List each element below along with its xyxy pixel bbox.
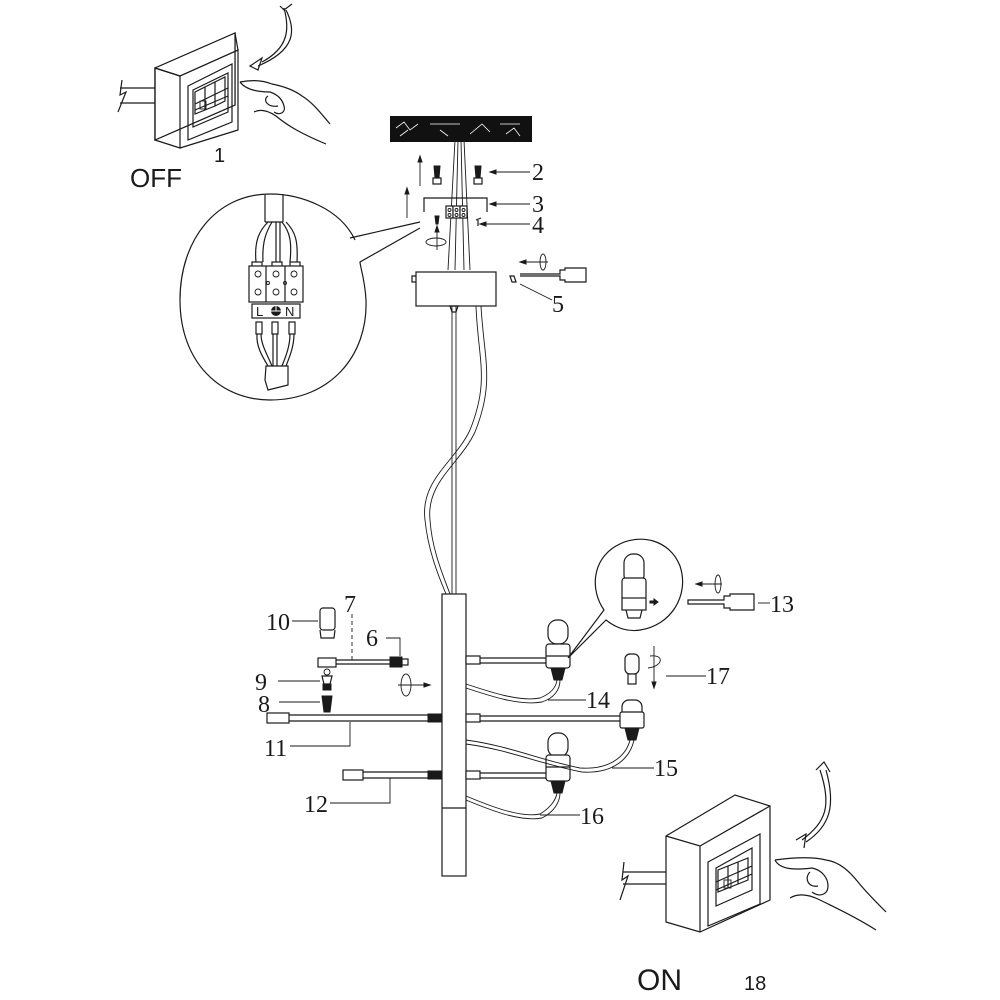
- short-arm: [342, 769, 428, 781]
- callouts: 2 3 4 5 6 7 8 9 10 11 12 13 14: [255, 160, 794, 830]
- wall-anchor-icon: [432, 165, 442, 185]
- ceiling-block: [390, 116, 532, 142]
- callout-3: 3: [532, 192, 544, 218]
- wire-14: [465, 679, 561, 704]
- curved-arrow-up-on: [795, 761, 832, 849]
- callout-11: 11: [264, 736, 287, 762]
- wall-switch-on: [619, 794, 771, 933]
- wall-anchor-icon: [473, 165, 483, 185]
- long-arm: [266, 712, 428, 724]
- screwdriver-13: [687, 574, 755, 611]
- wire-16: [465, 792, 561, 820]
- supply-wires: [447, 139, 471, 271]
- rotate-arrow-icon: [398, 673, 432, 697]
- wall-switch-off: [117, 32, 239, 149]
- hand-pointing-on: [774, 857, 887, 931]
- arm-middle-right: [465, 713, 622, 723]
- wiring-detail-magnifier: L N: [179, 193, 421, 401]
- curved-arrow-down-off: [248, 3, 293, 71]
- earth-symbol-icon: [271, 306, 281, 316]
- arm-top-right: [465, 655, 548, 665]
- neutral-terminal-label: N: [285, 304, 294, 319]
- live-terminal-label: L: [256, 304, 263, 319]
- bulb-middle: [619, 699, 645, 741]
- callout-5: 5: [552, 292, 564, 318]
- lamp-holder-icon: [321, 695, 333, 713]
- callout-12: 12: [304, 792, 328, 818]
- callout-2: 2: [532, 160, 544, 186]
- callout-15: 15: [654, 756, 678, 782]
- callout-4: 4: [532, 213, 544, 239]
- central-column: [441, 593, 467, 877]
- switch-on-label: ON: [637, 964, 682, 997]
- canopy: [415, 271, 497, 307]
- callout-8: 8: [258, 692, 270, 718]
- callout-7: 7: [344, 592, 356, 618]
- end-cap-icon: [319, 607, 336, 639]
- ceiling: [390, 116, 532, 142]
- arm-bottom-right: [465, 770, 548, 780]
- power-cable: [424, 305, 482, 595]
- step-1-label: 1: [214, 145, 225, 167]
- bulb-detail-magnifier: [567, 538, 684, 659]
- callout-6: 6: [366, 626, 378, 652]
- bulb-icon: [624, 653, 640, 675]
- screwdriver-icon: [520, 267, 587, 283]
- callout-14: 14: [586, 688, 610, 714]
- suspension-rod: [424, 305, 488, 595]
- callout-16: 16: [580, 804, 604, 830]
- replacement-bulb: [624, 646, 661, 690]
- mounting-hardware: [404, 139, 587, 307]
- switch-off-illustration: OFF 1: [117, 3, 331, 193]
- terminal-block-icon: [445, 205, 468, 219]
- canopy-screw-icon: [509, 275, 517, 283]
- bulb-top: [545, 619, 571, 681]
- mounting-bracket: [423, 197, 488, 212]
- socket-cap-icon: [321, 668, 333, 691]
- lamp-body: [427, 593, 645, 877]
- switch-on-illustration: ON 18: [619, 761, 887, 997]
- step-18-label: 18: [744, 973, 766, 995]
- callout-10: 10: [266, 610, 290, 636]
- callout-13: 13: [770, 592, 794, 618]
- arm-with-connector: [317, 656, 409, 668]
- callout-17: 17: [706, 664, 730, 690]
- screwdriver-icon: [687, 593, 755, 611]
- hand-pointing-off: [239, 80, 331, 145]
- switch-off-label: OFF: [130, 163, 182, 193]
- wire-15: [465, 739, 635, 773]
- callout-9: 9: [255, 670, 267, 696]
- loose-parts: [266, 607, 432, 781]
